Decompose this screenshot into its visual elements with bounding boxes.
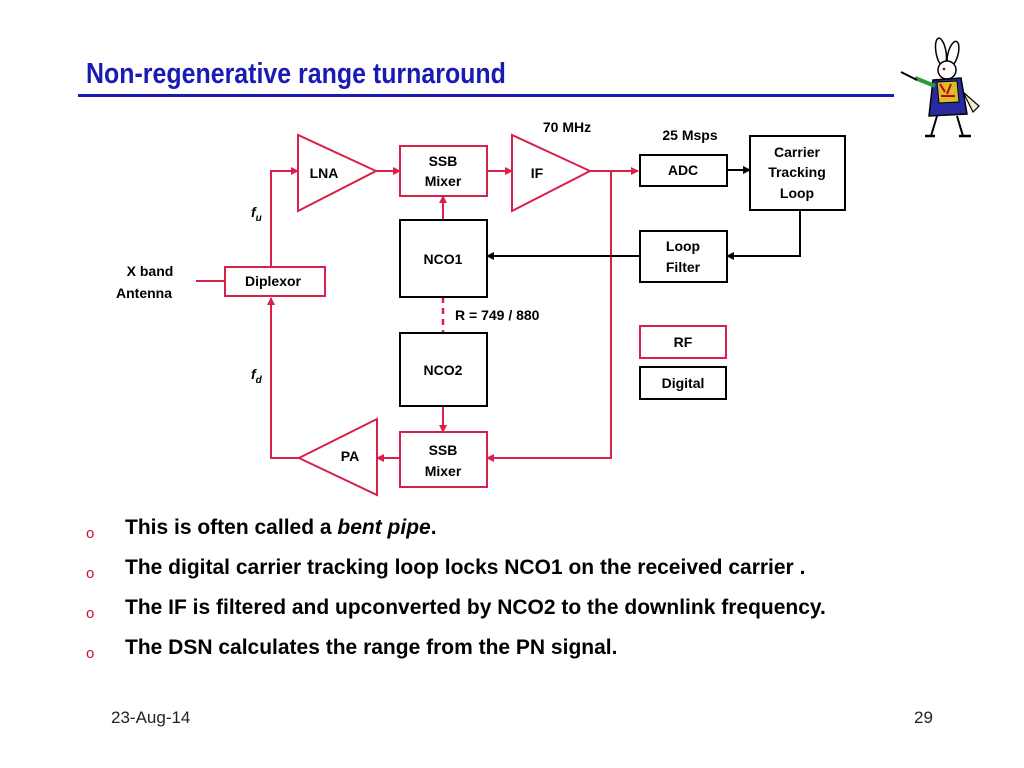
white-rabbit-icon (900, 37, 980, 138)
if-frequency-label: 70 MHz (543, 119, 591, 135)
bullet-item: o The IF is filtered and upconverted by … (86, 592, 906, 624)
bullet-item: o The digital carrier tracking loop lock… (86, 552, 906, 584)
downlink-frequency-base: f (251, 366, 257, 382)
ssb-mixer-bottom-box (399, 431, 488, 488)
block-diagram: LNA SSB Mixer IF ADC Carrier Tracking Lo… (116, 119, 846, 497)
nco1-label: NCO1 (424, 251, 463, 267)
bullet-text: The digital carrier tracking loop locks … (125, 556, 806, 579)
page-title: Non-regenerative range turnaround (86, 58, 506, 90)
ssb-mixer-top-label-1: SSB (429, 153, 458, 169)
footer-date: 23-Aug-14 (111, 708, 191, 727)
loop-filter-label-2: Filter (666, 259, 701, 275)
nco2-box (399, 332, 488, 407)
carrier-tracking-loop-box (749, 135, 846, 211)
if-amplifier (511, 133, 593, 213)
bullet-marker: o (86, 525, 95, 542)
if-label: IF (531, 165, 544, 181)
adc-label: ADC (668, 162, 698, 178)
bullet-item: o The DSN calculates the range from the … (86, 632, 906, 664)
nco1-box (399, 219, 488, 298)
pa-amplifier (296, 417, 378, 497)
pa-label: PA (341, 448, 359, 464)
antenna-label-1: X band (127, 263, 174, 279)
loop-filter-label-1: Loop (666, 238, 700, 254)
bullet-text: The IF is filtered and upconverted by NC… (125, 596, 826, 619)
uplink-frequency-sub: u (256, 213, 262, 224)
downlink-frequency-label: fd (251, 366, 263, 386)
ssb-mixer-bottom-label-1: SSB (429, 442, 458, 458)
ssb-mixer-bottom-label-2: Mixer (425, 463, 462, 479)
adc-box (639, 154, 728, 187)
bullet-marker: o (86, 605, 95, 622)
nco-ratio-label: R = 749 / 880 (455, 307, 540, 323)
ssb-mixer-top-box (399, 145, 488, 197)
diplexor-to-lna-line (270, 167, 299, 267)
bullet-marker: o (86, 565, 95, 582)
loop-filter-box (639, 230, 728, 283)
legend-rf-box (639, 325, 727, 359)
title-underline (78, 94, 894, 97)
bullet-item: o This is often called a bent pipe. (86, 512, 906, 544)
carrier-tracking-loop-label-2: Tracking (768, 164, 826, 180)
legend-digital-box (639, 366, 727, 400)
lna-label: LNA (310, 165, 339, 181)
carrier-tracking-loop-label-1: Carrier (774, 144, 820, 160)
page-number: 29 (914, 708, 933, 727)
carrier-tracking-loop-label-3: Loop (780, 185, 814, 201)
bullet-list: o This is often called a bent pipe. o Th… (86, 512, 906, 672)
lna-amplifier (297, 133, 379, 213)
pa-to-diplexor-line (267, 297, 299, 459)
legend-digital-label: Digital (662, 375, 705, 391)
loop-to-filter-line (726, 210, 801, 260)
uplink-frequency-base: f (251, 204, 257, 220)
adc-rate-label: 25 Msps (662, 127, 717, 143)
antenna-label-2: Antenna (116, 285, 172, 301)
legend-rf-label: RF (674, 334, 693, 350)
downlink-frequency-sub: d (256, 375, 263, 386)
bullet-text: The DSN calculates the range from the PN… (125, 636, 618, 659)
diplexor-box (224, 266, 326, 297)
bullet-text-prefix: This is often called a (125, 516, 338, 539)
bullet-emphasis: bent pipe (337, 516, 431, 539)
uplink-frequency-label: fu (251, 204, 262, 224)
bullet-text-suffix: . (430, 516, 437, 539)
ssb-mixer-top-label-2: Mixer (425, 173, 462, 189)
diplexor-label: Diplexor (245, 273, 302, 289)
if-to-bottom-mixer-line (486, 171, 612, 462)
nco2-label: NCO2 (424, 362, 463, 378)
bullet-marker: o (86, 645, 95, 662)
